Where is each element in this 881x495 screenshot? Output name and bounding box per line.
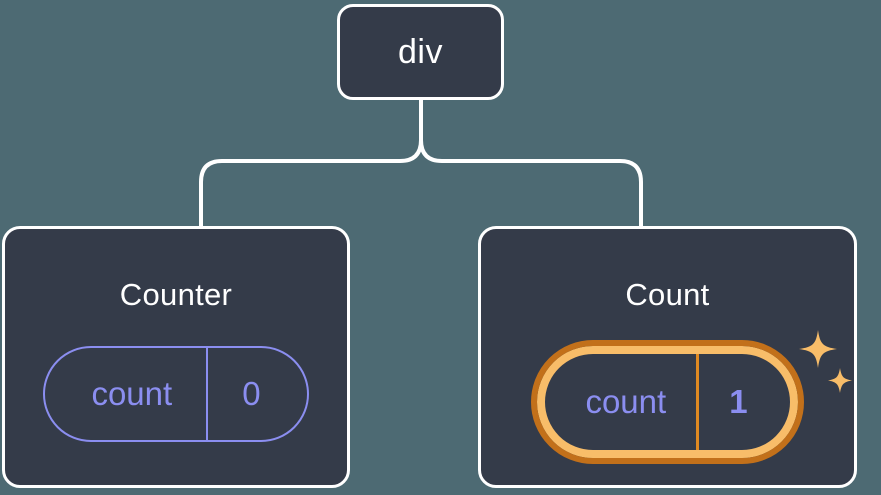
state-pill-count-updated[interactable]: count 1 [531,340,804,464]
state-pill-key: count [91,375,173,412]
connector-to-count [419,98,643,228]
component-card-counter[interactable]: Counter count 0 [2,226,350,488]
state-pill-divider [206,348,209,440]
state-pill-value: 1 [729,383,748,420]
component-title: Counter [119,277,233,312]
sparkle-small-icon [827,368,852,393]
state-pill-count[interactable]: count 0 [43,346,309,442]
connector-to-counter [199,98,423,228]
root-node-label: div [398,32,443,71]
state-pill-wrapper: count 0 [43,346,309,442]
root-node-div[interactable]: div [337,4,504,100]
sparkle-large-icon [798,330,837,368]
component-card-count[interactable]: Count count 1 [478,226,857,488]
state-pill-value: 0 [242,375,261,412]
state-pill-wrapper-highlighted: count 1 [531,330,852,464]
component-title: Count [625,277,710,312]
sparkles-group [798,330,852,393]
state-pill-divider [696,354,700,450]
state-pill-key: count [585,383,667,420]
